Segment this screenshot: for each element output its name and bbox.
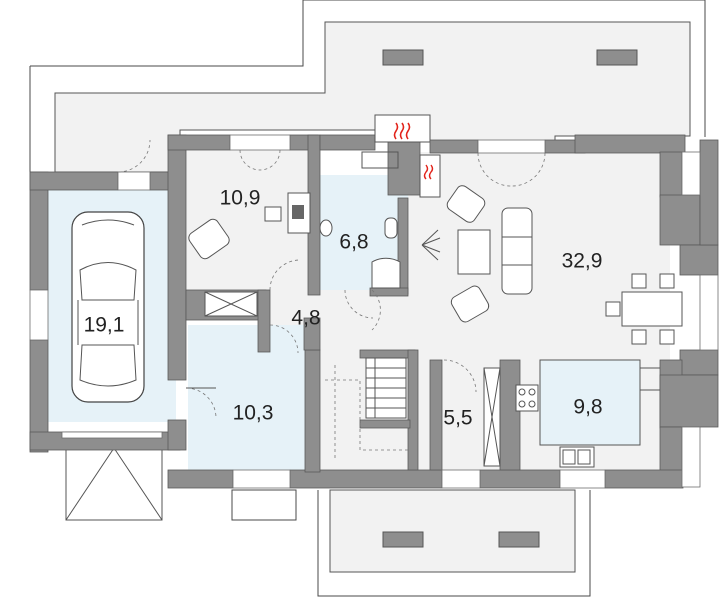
- room-label-bathroom: 6,8: [339, 231, 368, 254]
- sink-icon: [319, 219, 333, 237]
- windows: [29, 134, 719, 489]
- room-label-living: 32,9: [562, 250, 603, 273]
- terrace-outlines: [29, 0, 706, 597]
- walls: [29, 114, 719, 489]
- stove-icon: [515, 384, 539, 412]
- living-furniture: [446, 185, 683, 345]
- living-floor: [408, 152, 670, 360]
- office-furniture: [188, 192, 311, 260]
- room-label-hall: 4,8: [291, 307, 320, 330]
- car-icon: [71, 211, 145, 403]
- skylights: [382, 49, 638, 548]
- toilet-icon: [384, 217, 398, 239]
- shower-icon: [371, 257, 401, 289]
- room-label-garage: 19,1: [84, 314, 125, 337]
- room-label-kitchen: 9,8: [573, 396, 602, 419]
- dining-table-icon: [605, 273, 683, 345]
- armchair-icon: [188, 218, 230, 260]
- armchair-icon: [450, 285, 490, 323]
- room-labels: 19,1 10,9 6,8 32,9 4,8 10,3 5,5 9,8: [84, 187, 603, 430]
- room-label-office: 10,9: [220, 187, 261, 210]
- armchair-icon: [446, 185, 486, 223]
- wardrobe: [483, 367, 501, 467]
- room-label-utility: 10,3: [233, 402, 274, 425]
- front-terrace: [329, 489, 576, 573]
- sofa-icon: [501, 207, 533, 295]
- fireplace-icon: [393, 122, 434, 180]
- sink-icon: [559, 446, 595, 468]
- bathroom-fixtures: [319, 151, 401, 289]
- entrance-marker: [421, 229, 441, 261]
- kitchen-fixtures: [515, 367, 660, 468]
- utility-floor: [188, 325, 308, 473]
- doors: [117, 139, 546, 419]
- room-label-vestibule: 5,5: [443, 407, 472, 430]
- stairs-icon: [325, 357, 410, 460]
